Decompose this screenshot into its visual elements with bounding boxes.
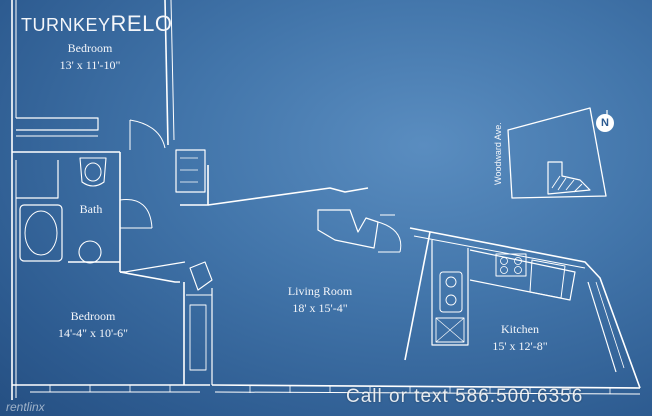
room-dimensions: 13' x 11'-10" xyxy=(59,57,121,72)
wall-bottom xyxy=(211,384,641,389)
room-dimensions: 14'-4" x 10'-6" xyxy=(57,325,129,340)
room-name: Bedroom xyxy=(70,309,116,323)
room-dimensions: 18' x 15'-4" xyxy=(292,300,348,315)
rentlinx-watermark: rentlinx xyxy=(6,400,45,414)
key-plan-unit xyxy=(547,161,591,195)
wall-bedroom-top-right xyxy=(164,0,169,146)
brand-logo: TURNKEYRELO xyxy=(21,11,172,37)
north-arrow-icon: N xyxy=(596,114,614,132)
window-kitchen xyxy=(587,281,617,373)
room-dimensions: 15' x 12'-8" xyxy=(492,338,548,353)
wall-kitchen-right xyxy=(409,227,641,389)
room-name: Kitchen xyxy=(501,322,539,336)
counter-left xyxy=(431,240,469,346)
room-name: Bath xyxy=(79,202,103,216)
street-label: Woodward Ave. xyxy=(493,122,503,185)
room-label-kitchen: Kitchen 15' x 12'-8" xyxy=(470,322,570,354)
toilet xyxy=(79,157,107,187)
room-label-bedroom-2: Bedroom 14'-4" x 10'-6" xyxy=(28,309,158,341)
room-name: Living Room xyxy=(287,284,353,298)
room-label-living-room: Living Room 18' x 15'-4" xyxy=(260,284,380,316)
sink xyxy=(439,271,463,313)
sink-vanity xyxy=(16,160,59,199)
brand-suffix: RELO xyxy=(110,11,173,36)
closet-top xyxy=(16,117,99,131)
cooktop xyxy=(495,253,527,277)
bathtub xyxy=(19,204,63,262)
room-name: Bedroom xyxy=(67,41,113,55)
key-plan-outline xyxy=(507,107,607,199)
entry-cabinet xyxy=(317,209,379,249)
brand-prefix: TURNKEY xyxy=(21,15,111,35)
closet-door xyxy=(189,261,213,291)
room-label-bath: Bath xyxy=(66,202,116,217)
fridge xyxy=(529,259,566,299)
room-label-bedroom-1: Bedroom 13' x 11'-10" xyxy=(40,41,140,73)
contact-overlay: Call or text 586.500.6356 xyxy=(346,386,584,407)
counter-top xyxy=(469,249,576,301)
